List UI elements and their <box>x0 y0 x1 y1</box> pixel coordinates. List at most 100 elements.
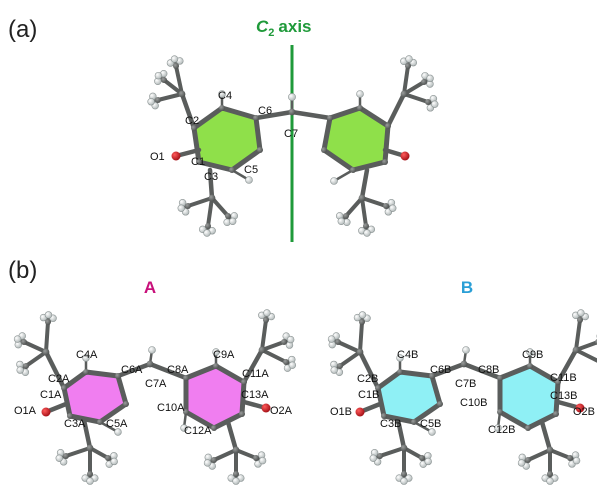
mol-B-hydrogen-atom <box>526 348 534 356</box>
mol-B-carbon-atom <box>411 419 417 425</box>
atom-label-c5: C5 <box>244 164 258 176</box>
mol-B-hydrogen-atom <box>358 311 367 319</box>
mol-B-bond <box>574 340 597 352</box>
mol-A-carbon-atom <box>97 419 103 425</box>
mol-a-hydrogen-atom <box>154 71 163 80</box>
mol-A-carbon-atom <box>42 348 50 356</box>
molecule-B-title: B <box>461 278 473 297</box>
atom-label-c6a: C6A <box>121 364 143 376</box>
mol-a-carbon-atom <box>321 147 327 153</box>
mol-A-carbon-atom <box>263 317 269 323</box>
mol-B-bond <box>402 446 424 460</box>
c2-axis-symbol: C <box>256 17 269 36</box>
atom-label-c11a: C11A <box>242 368 269 380</box>
mol-B-carbon-atom <box>497 375 503 381</box>
mol-a-hydrogen-atom <box>363 229 371 237</box>
mol-a-bond <box>206 196 214 228</box>
mol-B-bond <box>526 448 552 462</box>
mol-a-carbon-atom <box>196 159 202 165</box>
mol-a-hydrogen-atom <box>405 55 413 63</box>
molecule-a-labels: C4 C2 C6 C7 O1 C1 C3 C5 <box>150 90 298 183</box>
molecule-b-B <box>327 309 597 485</box>
mol-B-carbon-atom <box>527 363 533 369</box>
mol-a-carbon-atom <box>253 115 259 121</box>
atom-label-c4a: C4A <box>76 349 98 361</box>
atom-label-c12b: C12B <box>488 424 516 436</box>
atom-label-c10a: C10A <box>157 402 185 414</box>
atom-label-c1b: C1B <box>358 389 379 401</box>
mol-a-carbon-atom <box>343 213 349 219</box>
atom-label-c6b: C6B <box>430 364 451 376</box>
mol-B-carbon-atom <box>497 409 503 415</box>
mol-a-oxygen-atom <box>400 151 410 161</box>
mol-B-carbon-atom <box>335 339 341 345</box>
mol-B-carbon-atom <box>546 446 554 454</box>
mol-A-hydrogen-atom <box>180 424 188 432</box>
atom-label-c13a: C13A <box>241 389 269 401</box>
mol-B-carbon-atom <box>401 471 407 477</box>
molecule-b-A <box>13 309 297 485</box>
mol-a-hydrogen-atom <box>147 98 155 106</box>
mol-A-carbon-atom <box>239 411 245 417</box>
mol-a-hydrogen-atom <box>245 176 253 184</box>
mol-A-carbon-atom <box>105 455 111 461</box>
mol-a-bond <box>207 167 215 201</box>
mol-A-hydrogen-atom <box>110 457 118 466</box>
mol-B-hydrogen-atom <box>517 459 526 467</box>
mol-a-carbon-atom <box>257 147 263 153</box>
mol-a-carbon-atom <box>208 194 216 202</box>
mol-A-hydrogen-atom <box>44 311 53 319</box>
mol-B-atoms <box>327 309 597 485</box>
mol-a-bond <box>179 91 197 131</box>
mol-A-carbon-atom <box>183 375 189 381</box>
panel-a-label: (a) <box>8 16 37 43</box>
mol-A-bond <box>88 446 110 460</box>
mol-B-carbon-atom <box>429 373 435 379</box>
molecule-A-title: A <box>144 278 156 297</box>
mol-A-carbon-atom <box>232 446 240 454</box>
mol-a-carbon-atom <box>178 90 186 98</box>
mol-A-hydrogen-atom <box>55 454 63 462</box>
mol-a-bond <box>162 78 184 96</box>
mol-B-bond <box>338 350 362 368</box>
mol-a-carbon-atom <box>350 167 356 173</box>
mol-A-carbon-atom <box>83 369 89 375</box>
molecule-A-labels: C4A C6A C8A C9A C11A C2A C7A C1A C13A C1… <box>14 349 293 437</box>
mol-A-carbon-atom <box>281 339 287 345</box>
mol-a-bond <box>253 109 295 121</box>
mol-a-bond <box>360 196 368 228</box>
mol-B-bond <box>378 446 406 458</box>
c2-axis-subscript: 2 <box>268 27 274 39</box>
mol-a-carbon-atom <box>155 97 161 103</box>
mol-B-bond <box>461 361 503 381</box>
mol-a-carbon-atom <box>363 223 369 229</box>
mol-a-hydrogen-atom <box>218 90 226 98</box>
atom-label-c2: C2 <box>185 115 199 127</box>
mol-a-oxygen-atom <box>171 151 181 161</box>
mol-B-hydrogen-atom <box>572 456 581 465</box>
mol-B-carbon-atom <box>337 363 343 369</box>
mol-A-bond <box>241 347 265 385</box>
mol-B-carbon-atom <box>437 401 443 407</box>
mol-A-carbon-atom <box>63 453 69 459</box>
mol-B-carbon-atom <box>419 455 425 461</box>
mol-B-bond <box>574 318 582 352</box>
mol-A-bond <box>22 340 48 354</box>
mol-B-oxygen-atom <box>575 403 585 413</box>
mol-A-bond <box>115 361 153 379</box>
mol-a-bond <box>402 64 410 96</box>
mol-B-bond <box>357 349 381 391</box>
atom-label-c5a: C5A <box>106 418 128 430</box>
mol-A-hydrogen-atom <box>114 428 122 436</box>
mol-B-carbon-atom <box>577 317 583 323</box>
atom-label-c9b: C9B <box>522 349 543 361</box>
mol-a-carbon-atom <box>357 105 363 111</box>
mol-B-carbon-atom <box>525 457 531 463</box>
atom-label-c1a: C1A <box>40 389 62 401</box>
mol-a-bond <box>402 92 430 104</box>
mol-a-carbon-atom <box>205 223 211 229</box>
mol-A-oxygen-atom <box>261 403 271 413</box>
mol-B-bond <box>395 417 407 451</box>
mol-A-hydrogen-atom <box>82 354 90 362</box>
